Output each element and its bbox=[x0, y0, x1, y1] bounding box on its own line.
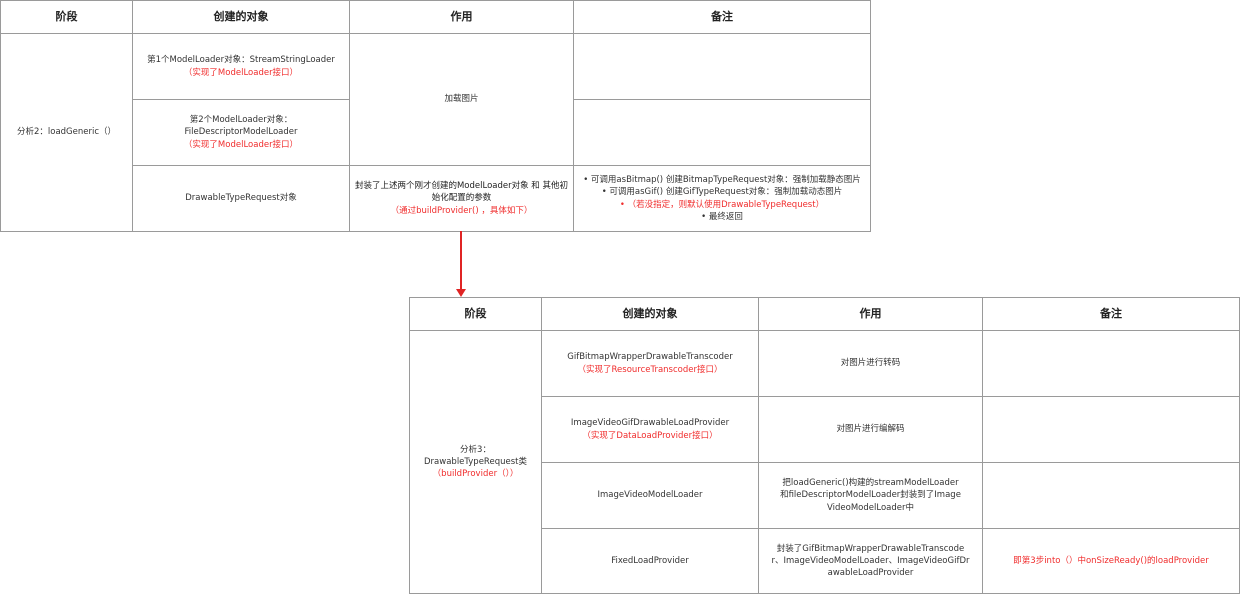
object-label: ImageVideoGifDrawableLoadProvider bbox=[570, 418, 730, 429]
t2-remarks-cell: 即第3步into（）中onSizeReady()的loadProvider bbox=[982, 528, 1240, 594]
t1-purpose-cell: 加载图片 bbox=[349, 33, 574, 166]
purpose-label: 封装了上述两个刚才创建的ModelLoader对象 和 其他初始化配置的参数 bbox=[354, 181, 569, 204]
stage-label: 分析3：DrawableTypeRequest类 bbox=[424, 444, 527, 467]
t1-header-purpose: 作用 bbox=[349, 0, 574, 34]
t2-remarks-cell bbox=[982, 396, 1240, 463]
t1-object-cell: 第2个ModelLoader对象：FileDescriptorModelLoad… bbox=[132, 99, 350, 166]
t1-remarks-cell: • 可调用asBitmap() 创建BitmapTypeRequest对象：强制… bbox=[573, 165, 871, 232]
t1-purpose-cell: 封装了上述两个刚才创建的ModelLoader对象 和 其他初始化配置的参数（通… bbox=[349, 165, 574, 232]
t2-remarks-cell bbox=[982, 462, 1240, 529]
t1-stage-cell: 分析2：loadGeneric（） bbox=[0, 33, 133, 232]
t2-stage-cell: 分析3：DrawableTypeRequest类 （buildProvider（）… bbox=[409, 330, 542, 594]
t1-object-cell: DrawableTypeRequest对象 bbox=[132, 165, 350, 232]
t1-header-stage: 阶段 bbox=[0, 0, 133, 34]
object-label: ImageVideoModelLoader bbox=[597, 490, 703, 501]
t2-purpose-cell: 对图片进行转码 bbox=[758, 330, 983, 397]
t2-purpose-cell: 封装了GifBitmapWrapperDrawableTranscoder、Im… bbox=[758, 528, 983, 594]
object-label: DrawableTypeRequest对象 bbox=[185, 193, 297, 204]
t2-object-cell: FixedLoadProvider bbox=[541, 528, 759, 594]
object-label: 第2个ModelLoader对象：FileDescriptorModelLoad… bbox=[184, 115, 298, 138]
t1-header-object: 创建的对象 bbox=[132, 0, 350, 34]
purpose-label: 把loadGeneric()构建的streamModelLoader和fileD… bbox=[780, 478, 961, 513]
t1-header-remarks: 备注 bbox=[573, 0, 871, 34]
t2-header-stage: 阶段 bbox=[409, 297, 542, 331]
remark-item: • 最终返回 bbox=[701, 211, 743, 222]
purpose-label: 对图片进行编解码 bbox=[836, 424, 905, 435]
object-note: （实现了DataLoadProvider接口） bbox=[582, 430, 718, 441]
remark-label: 即第3步into（）中onSizeReady()的loadProvider bbox=[1013, 555, 1209, 566]
t2-header-object: 创建的对象 bbox=[541, 297, 759, 331]
t2-object-cell: GifBitmapWrapperDrawableTranscoder（实现了Re… bbox=[541, 330, 759, 397]
t2-purpose-cell: 对图片进行编解码 bbox=[758, 396, 983, 463]
object-note: （实现了ModelLoader接口） bbox=[183, 139, 299, 150]
stage-label: 分析2：loadGeneric（） bbox=[16, 127, 117, 138]
remark-item: • （若没指定，则默认使用DrawableTypeRequest） bbox=[619, 199, 825, 210]
remark-item: • 可调用asGif() 创建GifTypeRequest对象：强制加载动态图片 bbox=[601, 187, 843, 198]
object-note: （实现了ModelLoader接口） bbox=[183, 67, 299, 78]
t2-purpose-cell: 把loadGeneric()构建的streamModelLoader和fileD… bbox=[758, 462, 983, 529]
t1-remarks-cell bbox=[573, 99, 871, 166]
object-label: GifBitmapWrapperDrawableTranscoder bbox=[567, 352, 733, 363]
remark-item: • 可调用asBitmap() 创建BitmapTypeRequest对象：强制… bbox=[583, 174, 861, 185]
purpose-label: 封装了GifBitmapWrapperDrawableTranscoder、Im… bbox=[771, 543, 970, 579]
stage-note: （buildProvider（）） bbox=[432, 469, 519, 480]
object-note: （实现了ResourceTranscoder接口） bbox=[577, 364, 723, 375]
purpose-label: 加载图片 bbox=[444, 94, 479, 105]
purpose-label: 对图片进行转码 bbox=[840, 358, 901, 369]
t2-remarks-cell bbox=[982, 330, 1240, 397]
t1-remarks-cell bbox=[573, 33, 871, 100]
t2-object-cell: ImageVideoModelLoader bbox=[541, 462, 759, 529]
t2-header-purpose: 作用 bbox=[758, 297, 983, 331]
purpose-note: （通过buildProvider() ，具体如下） bbox=[390, 205, 533, 216]
connector-arrow-line bbox=[460, 231, 462, 289]
object-label: FixedLoadProvider bbox=[611, 555, 689, 566]
t2-object-cell: ImageVideoGifDrawableLoadProvider（实现了Dat… bbox=[541, 396, 759, 463]
t1-object-cell: 第1个ModelLoader对象：StreamStringLoader（实现了M… bbox=[132, 33, 350, 100]
object-label: 第1个ModelLoader对象：StreamStringLoader bbox=[147, 55, 335, 66]
arrow-head-icon bbox=[456, 289, 466, 297]
t2-header-remarks: 备注 bbox=[982, 297, 1240, 331]
